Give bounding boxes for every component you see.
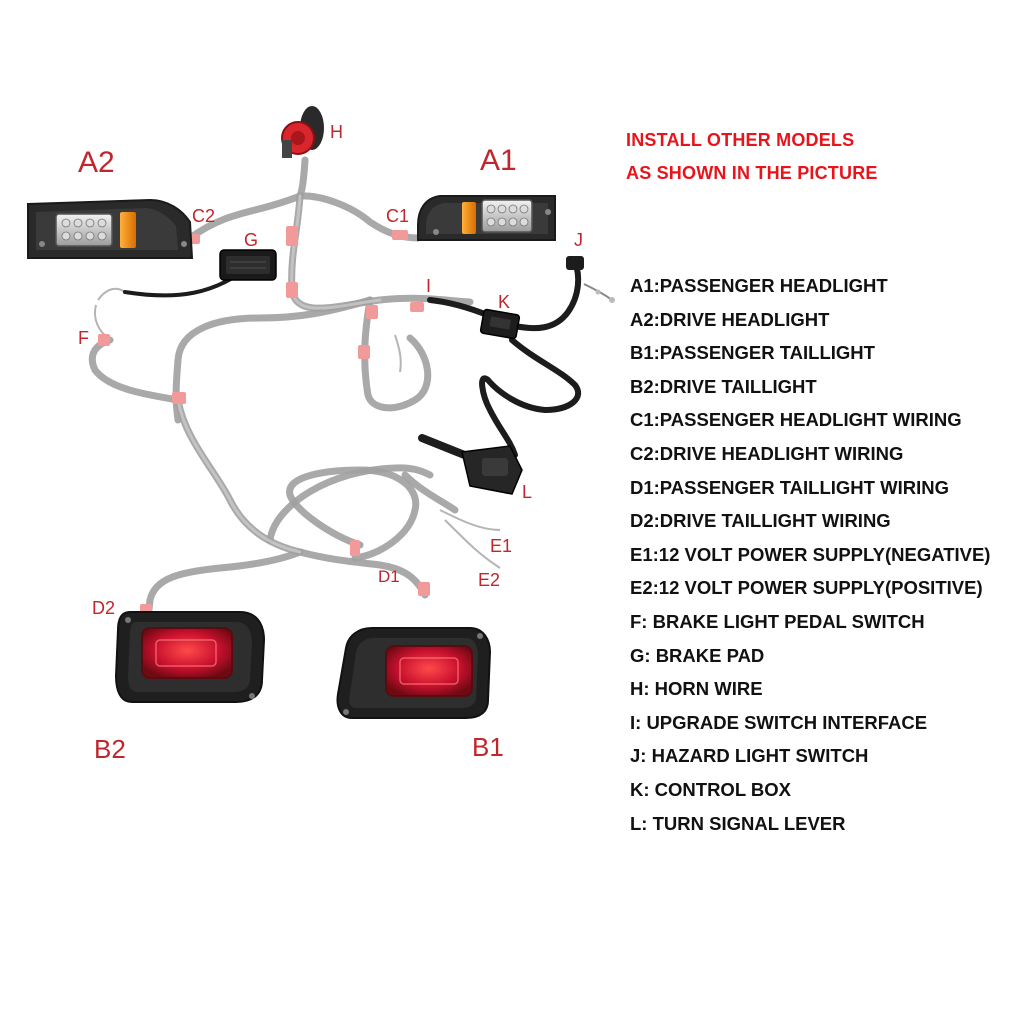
legend-item: C1:PASSENGER HEADLIGHT WIRING xyxy=(630,409,962,431)
component-labels: A2 A1 B2 B1 C1 C2 D1 D2 E1 E2 F G H I J … xyxy=(78,122,583,764)
legend-item: I: UPGRADE SWITCH INTERFACE xyxy=(630,711,928,733)
legend-item: E1:12 VOLT POWER SUPPLY(NEGATIVE) xyxy=(630,543,991,565)
legend-item: F: BRAKE LIGHT PEDAL SWITCH xyxy=(630,610,925,632)
install-notice-line2: AS SHOWN IN THE PICTURE xyxy=(626,163,878,183)
legend-item: B1:PASSENGER TAILLIGHT xyxy=(630,342,875,364)
label-g: G xyxy=(244,230,258,250)
connectors xyxy=(98,226,430,616)
label-b2: B2 xyxy=(94,734,126,764)
label-a2: A2 xyxy=(78,146,115,179)
drive-headlight xyxy=(27,198,194,259)
label-f: F xyxy=(78,328,89,348)
legend-item: D2:DRIVE TAILLIGHT WIRING xyxy=(630,510,891,532)
legend-item: B2:DRIVE TAILLIGHT xyxy=(630,375,817,397)
legend-item: D1:PASSENGER TAILLIGHT WIRING xyxy=(630,476,949,498)
legend-item: A2:DRIVE HEADLIGHT xyxy=(630,308,830,330)
legend-item: L: TURN SIGNAL LEVER xyxy=(630,812,846,834)
component-legend: A1:PASSENGER HEADLIGHT A2:DRIVE HEADLIGHT… xyxy=(630,272,990,843)
legend-item: H: HORN WIRE xyxy=(630,678,763,700)
lead-wires xyxy=(94,287,501,569)
label-i: I xyxy=(426,276,431,296)
brake-pad xyxy=(219,249,277,281)
legend-item: A1:PASSENGER HEADLIGHT xyxy=(630,275,888,296)
label-j: J xyxy=(574,230,583,250)
label-b1: B1 xyxy=(472,732,504,762)
install-notice-line1: INSTALL OTHER MODELS xyxy=(626,130,855,150)
label-e2: E2 xyxy=(478,570,500,590)
label-c2: C2 xyxy=(192,206,215,226)
legend-item: J: HAZARD LIGHT SWITCH xyxy=(630,745,869,767)
control-wires xyxy=(123,259,582,458)
hazard-switch xyxy=(566,256,615,303)
horn xyxy=(281,106,324,158)
label-d2: D2 xyxy=(92,598,115,618)
turn-signal-lever xyxy=(418,434,523,495)
legend-item: C2:DRIVE HEADLIGHT WIRING xyxy=(630,442,904,464)
label-a1: A1 xyxy=(480,144,517,177)
label-h: H xyxy=(330,122,343,142)
label-k: K xyxy=(498,292,510,312)
label-e1: E1 xyxy=(490,536,512,556)
label-l: L xyxy=(522,482,532,502)
legend-item: E2:12 VOLT POWER SUPPLY(POSITIVE) xyxy=(630,577,983,599)
label-c1: C1 xyxy=(386,206,409,226)
passenger-taillight xyxy=(336,627,492,719)
legend-item: G: BRAKE PAD xyxy=(630,644,765,666)
control-box xyxy=(479,308,521,340)
label-d1: D1 xyxy=(378,567,400,586)
drive-taillight xyxy=(114,611,266,703)
legend-item: K: CONTROL BOX xyxy=(630,778,792,800)
passenger-headlight xyxy=(417,195,556,241)
